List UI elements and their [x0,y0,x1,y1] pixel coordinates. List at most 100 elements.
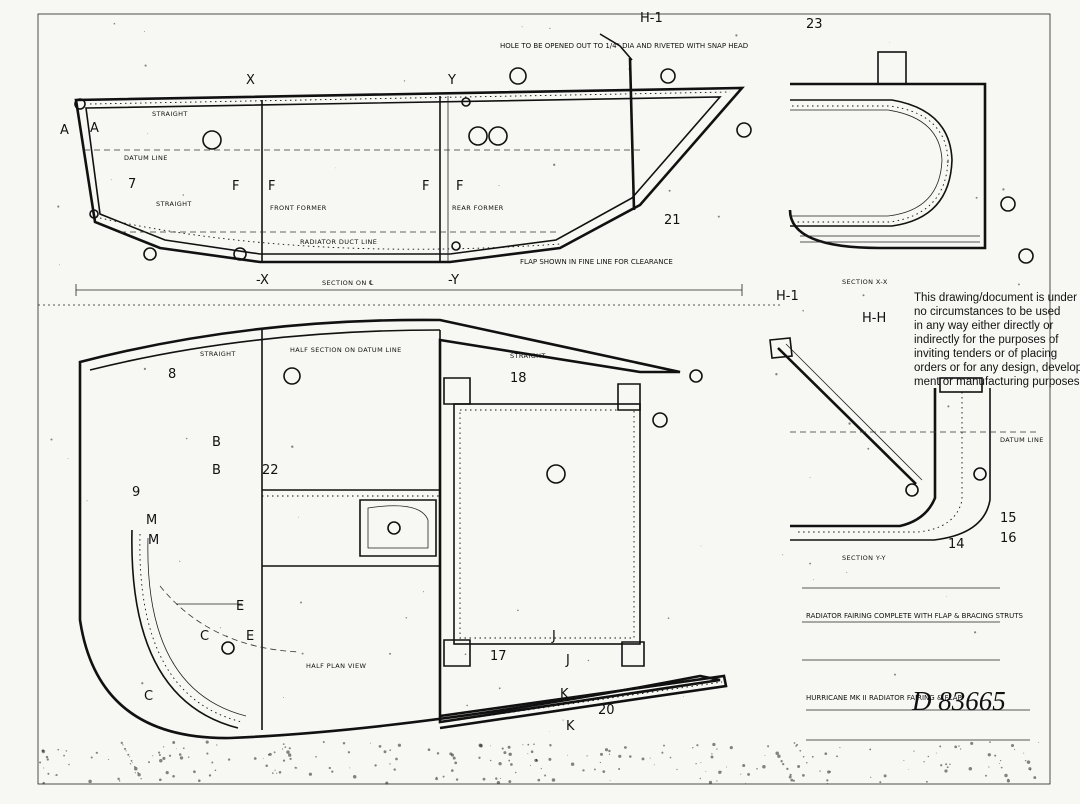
scan-speck [137,771,139,774]
label-datum-line-y: DATUM LINE [1000,436,1044,444]
balloon-p-5 [387,521,401,535]
scan-speck [278,771,282,774]
scan-speck [946,766,949,769]
scan-speck [717,215,720,218]
scan-speck [788,775,792,779]
scan-speck [206,752,209,755]
scan-speck [378,745,382,748]
scan-speck [836,755,838,758]
label-datum-line-top: DATUM LINE [124,154,168,162]
scan-speck [695,763,697,765]
scan-speck [549,27,551,30]
scan-speck [954,745,958,749]
scan-speck [452,756,456,760]
scan-speck [403,80,406,82]
label-section-x-x: SECTION X-X [842,278,888,286]
detail-number-21: 21 [664,213,681,228]
scan-speck [988,766,990,768]
scan-speck [535,759,539,762]
scan-speck [172,741,176,744]
scan-speck [352,775,357,779]
scan-speck [499,777,502,779]
balloon-1 [202,130,222,150]
label-straight-plan-2: STRAIGHT [510,352,546,360]
section-x-x-lug [877,51,907,85]
scan-speck [294,766,297,769]
marker-x-bottom: -X [256,273,269,288]
scan-speck [762,764,766,769]
scan-speck [253,757,257,760]
scan-speck [862,294,865,297]
scan-speck [289,757,292,761]
scan-speck [795,745,797,747]
scan-speck [918,329,920,330]
section-x-x-outer [788,82,987,250]
marker-x-top: X [246,73,255,88]
scan-speck [90,756,93,759]
scan-speck [740,773,742,775]
scan-speck [599,752,604,756]
scan-speck [291,445,294,448]
scan-speck [267,753,270,756]
scan-speck [945,763,948,766]
scan-speck [308,772,312,776]
scan-speck [782,762,785,766]
balloon-6 [736,122,752,138]
scan-speck [273,751,276,754]
bracing-strut [777,347,917,485]
detail-number-17: 17 [490,649,507,664]
scan-speck [711,753,713,755]
scan-speck [913,750,915,752]
section-x-x-rivets [792,105,949,223]
scan-speck [282,697,284,699]
scan-speck [510,763,513,766]
scan-speck [1006,779,1011,783]
scan-speck [827,770,831,774]
scan-speck [521,26,523,28]
balloon-p-4 [689,369,703,383]
scan-speck [436,752,440,755]
scan-speck [1033,776,1037,780]
scan-speck [999,763,1000,765]
scan-speck [567,754,569,756]
scan-speck [989,741,991,743]
scan-speck [975,196,978,199]
pivot-left [74,98,86,110]
scan-speck [282,743,285,745]
scan-speck [57,748,60,751]
scan-speck [548,757,552,761]
scan-speck [498,185,500,187]
scan-speck [301,652,304,655]
scan-speck [839,747,841,749]
scan-speck [700,545,702,547]
scan-speck [422,591,424,593]
scan-speck [482,777,486,781]
scan-speck [322,740,325,744]
scan-speck [501,747,504,750]
marker-k1: K [560,687,569,702]
scan-speck [88,779,92,784]
balloon-p-3 [652,412,668,428]
detail-number-20: 20 [598,703,615,718]
balloon-7 [143,247,157,261]
scan-speck [712,742,716,747]
scan-speck [165,771,169,775]
scan-speck [586,755,588,757]
scan-speck [775,373,778,376]
scan-speck [718,770,722,774]
scan-speck [802,755,805,758]
scan-speck [385,781,389,785]
scan-speck [668,189,671,192]
scan-speck [716,748,718,750]
scan-speck [946,160,949,164]
scan-speck [624,746,627,749]
section-y-y-outer [790,388,937,528]
detail-number-23: 23 [806,17,823,32]
scan-speck [110,179,112,181]
balloon-p-6 [221,641,235,655]
scan-speck [132,762,134,764]
scan-speck [331,770,334,773]
scan-speck [661,751,664,754]
scan-speck [95,751,98,754]
scan-speck [179,756,184,760]
